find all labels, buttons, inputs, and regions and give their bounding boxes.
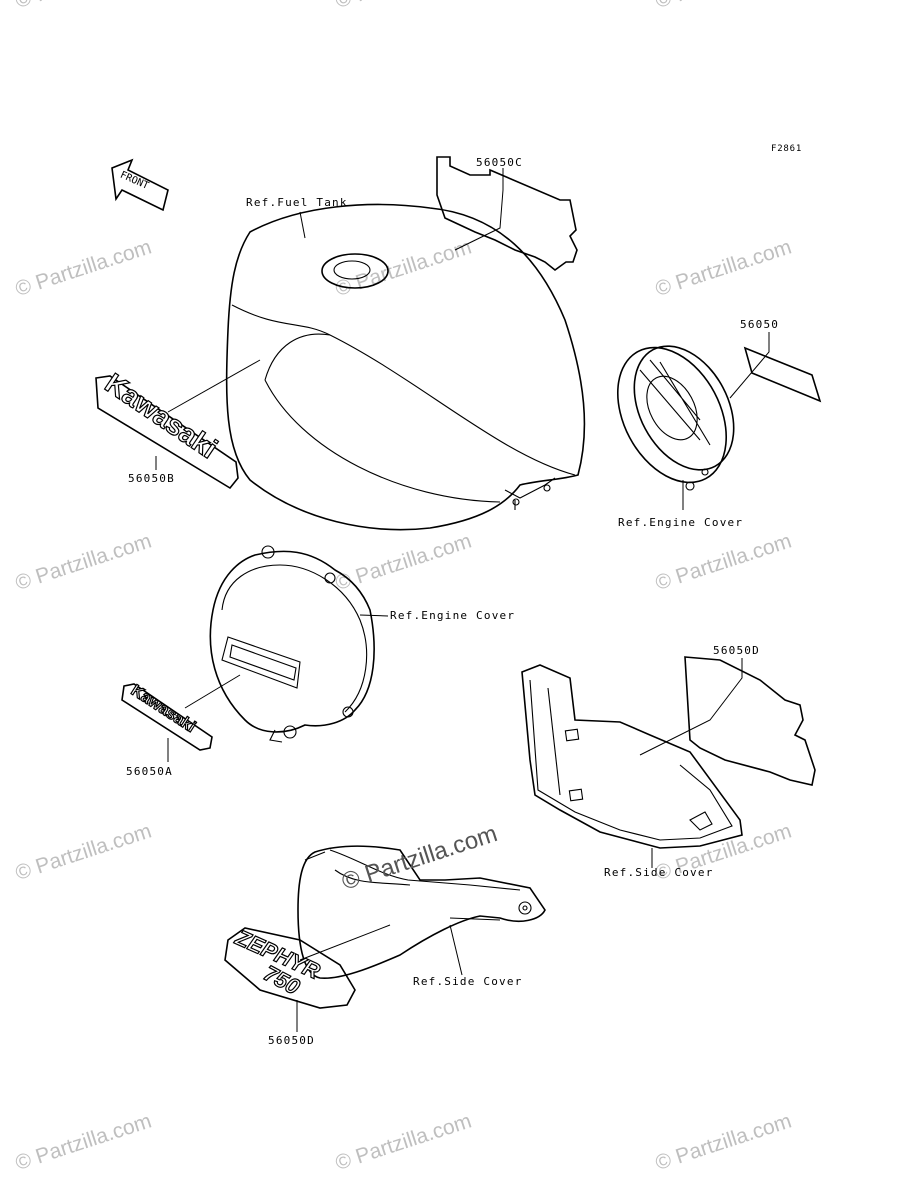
part-56050-label: 56050 <box>740 318 780 331</box>
decal-56050 <box>743 346 822 403</box>
figure-id: F2861 <box>771 144 803 154</box>
front-arrow-icon: FRONT <box>111 158 169 212</box>
kawasaki-small-text: Kawasaki <box>128 682 198 736</box>
leader-lines <box>155 168 770 1032</box>
decal-56050d-right <box>684 656 816 786</box>
engine-cover-left <box>209 545 375 743</box>
side-cover-right <box>521 664 743 849</box>
engine-cover-right <box>616 345 735 491</box>
part-56050b-label: 56050B <box>128 472 175 485</box>
kawasaki-emblem-large: Kawasaki <box>95 367 239 490</box>
fuel-tank-outline <box>225 203 586 531</box>
ref-fuel-tank-label: Ref.Fuel Tank <box>246 196 348 209</box>
ref-engine-cover-left-label: Ref.Engine Cover <box>390 609 516 622</box>
ref-side-cover-right-label: Ref.Side Cover <box>604 866 714 879</box>
ref-engine-cover-right-label: Ref.Engine Cover <box>618 516 744 529</box>
part-56050a-label: 56050A <box>126 765 173 778</box>
side-cover-left <box>297 845 546 979</box>
kawasaki-large-text: Kawasaki <box>100 367 223 464</box>
zephyr-750-emblem: ZEPHYR 750 <box>224 924 356 1009</box>
ref-side-cover-left-label: Ref.Side Cover <box>413 975 523 988</box>
part-56050c-label: 56050C <box>476 156 523 169</box>
decal-56050c <box>436 156 578 272</box>
part-56050d-right-label: 56050D <box>713 644 760 657</box>
kawasaki-emblem-small: Kawasaki <box>121 681 213 751</box>
part-56050d-left-label: 56050D <box>268 1034 315 1047</box>
watermark-center: © Partzilla.com <box>339 820 501 896</box>
